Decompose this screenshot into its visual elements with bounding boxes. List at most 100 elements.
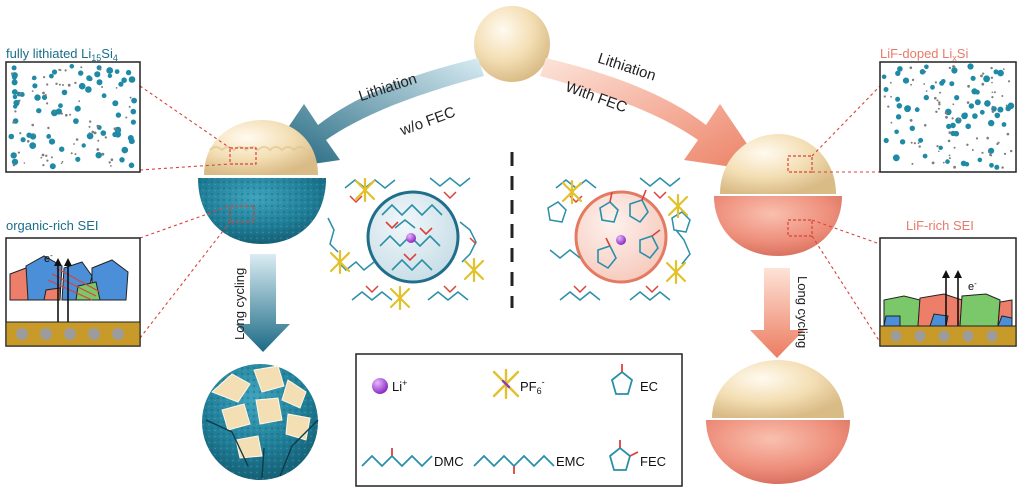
atom — [113, 127, 117, 131]
atom — [75, 156, 81, 162]
atom — [26, 140, 30, 143]
atom — [73, 118, 79, 124]
atom — [34, 94, 41, 101]
connector-lines-left — [139, 85, 231, 339]
atom — [58, 103, 63, 109]
atom — [938, 103, 941, 106]
atom — [49, 163, 56, 170]
atom — [50, 156, 53, 159]
atom — [19, 92, 25, 97]
atom — [110, 165, 112, 167]
atom — [110, 158, 114, 161]
atom — [909, 125, 915, 131]
lithiation-arrow-right — [540, 58, 766, 172]
atom — [11, 79, 18, 86]
inset-lithiated-structure-left — [5, 61, 141, 173]
atom — [48, 138, 56, 145]
atom — [890, 121, 893, 124]
atom — [970, 75, 976, 81]
atom — [86, 132, 94, 140]
atom — [951, 67, 958, 74]
atom — [937, 107, 940, 110]
atom — [1002, 68, 1005, 70]
atom — [59, 146, 65, 152]
atom — [125, 69, 132, 76]
atom — [948, 154, 951, 157]
long-cycling-label-left: Long cycling — [232, 268, 247, 340]
atom — [32, 83, 38, 89]
atom — [46, 102, 49, 105]
atom — [29, 142, 37, 150]
atom — [991, 91, 994, 94]
atom — [986, 136, 989, 140]
atom — [78, 82, 86, 90]
atom — [96, 124, 100, 128]
atom — [961, 112, 968, 120]
label-organic-rich-sei: organic-rich SEI — [6, 218, 98, 233]
atom — [88, 76, 93, 82]
atom — [108, 161, 111, 164]
atom — [923, 83, 926, 85]
atom — [40, 156, 43, 159]
atom — [887, 105, 890, 108]
atom — [11, 158, 19, 166]
atom — [966, 143, 969, 146]
atom — [991, 96, 994, 99]
legend-fec-marker — [608, 440, 639, 471]
atom — [988, 119, 995, 127]
atom — [895, 114, 902, 120]
atom — [101, 152, 105, 156]
atom — [115, 87, 118, 89]
atom — [997, 69, 1004, 77]
atom — [954, 95, 960, 101]
atom — [41, 153, 45, 157]
atom — [919, 69, 926, 75]
atom — [128, 105, 131, 108]
atom — [74, 81, 77, 85]
atom — [934, 81, 938, 84]
atom — [974, 99, 981, 106]
atom — [74, 105, 81, 112]
atom — [897, 66, 903, 72]
atom — [923, 124, 927, 127]
legend-box: Li+ PF6- EC DMC EMC FEC — [355, 353, 683, 487]
atom — [130, 119, 136, 125]
atom — [911, 162, 914, 165]
legend-dmc: DMC — [434, 454, 464, 469]
atom — [12, 94, 18, 100]
atom — [895, 96, 901, 102]
atom — [981, 82, 985, 86]
atom — [96, 148, 100, 151]
atom — [960, 160, 967, 167]
atom — [26, 132, 32, 138]
atom — [980, 74, 983, 78]
atom — [46, 134, 52, 139]
atom — [88, 132, 91, 134]
atom — [953, 130, 960, 137]
atom — [44, 94, 47, 97]
atom — [883, 95, 886, 98]
atom — [965, 123, 971, 130]
atom — [967, 63, 974, 70]
atom — [983, 75, 990, 83]
atom — [107, 73, 113, 79]
atom — [31, 90, 34, 92]
atom — [990, 76, 994, 80]
atom — [1006, 132, 1010, 136]
atom — [990, 66, 993, 70]
atom — [930, 84, 935, 90]
atom — [935, 110, 938, 114]
connector-lines-right — [811, 85, 881, 343]
atom — [46, 83, 49, 86]
atom — [18, 92, 22, 96]
atom — [88, 125, 91, 128]
atom — [1001, 166, 1004, 169]
atom — [895, 70, 901, 77]
atom — [1003, 152, 1007, 155]
solvation-shell-right — [547, 177, 691, 301]
label-fully-lithiated: fully lithiated Li15Si4 — [6, 46, 118, 63]
atom — [64, 69, 67, 72]
atom — [96, 79, 103, 86]
atom — [936, 145, 939, 148]
